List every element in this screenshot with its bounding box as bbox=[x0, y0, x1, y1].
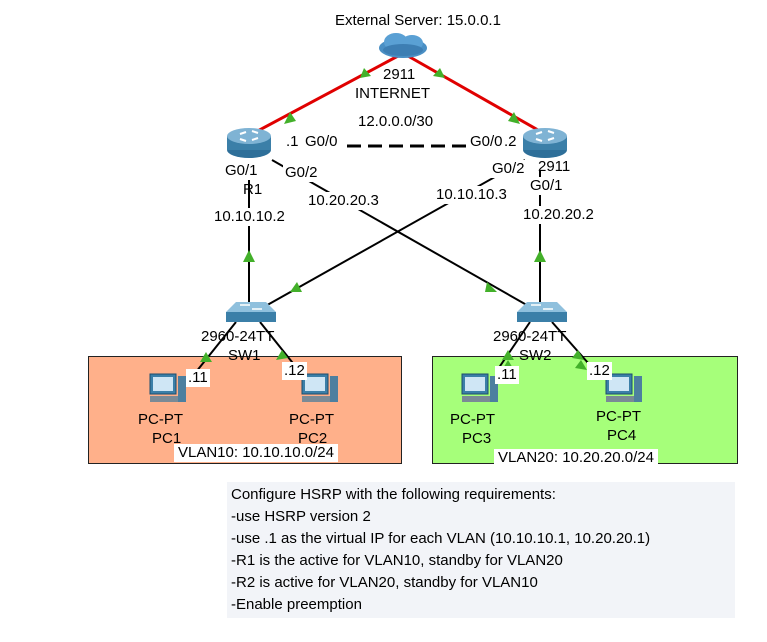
pc2-name: PC2 bbox=[298, 430, 328, 447]
router-icon bbox=[523, 128, 567, 158]
pc3-model: PC-PT bbox=[450, 411, 495, 428]
link-sw2-pc3 bbox=[495, 321, 531, 373]
r2-g02-label: G0/2 bbox=[490, 160, 527, 178]
router-icon bbox=[227, 128, 271, 158]
link-sw1-pc1 bbox=[195, 321, 237, 373]
link-state-marker bbox=[508, 112, 520, 124]
link-state-marker bbox=[572, 350, 584, 360]
pc4-octet: .12 bbox=[587, 362, 612, 380]
sw1-model: 2960-24TT bbox=[201, 328, 275, 345]
vlan20-label: VLAN20: 10.20.20.0/24 bbox=[494, 449, 658, 467]
r1-g02-ip: 10.20.20.3 bbox=[306, 192, 381, 210]
task-line: -use .1 as the virtual IP for each VLAN … bbox=[231, 530, 651, 547]
pc-icon bbox=[149, 373, 186, 402]
r2-wan-octet: .2 bbox=[502, 133, 519, 151]
link-internet-r1 bbox=[251, 54, 399, 136]
task-line: -R2 is active for VLAN20, standby for VL… bbox=[231, 574, 538, 591]
link-state-marker bbox=[534, 250, 546, 262]
link-state-marker bbox=[360, 68, 371, 78]
internet-model: 2911 bbox=[383, 66, 416, 83]
link-state-marker bbox=[200, 352, 212, 362]
task-line: -Enable preemption bbox=[231, 596, 362, 613]
pc1-model: PC-PT bbox=[138, 411, 183, 428]
switch-icon bbox=[517, 302, 567, 322]
link-state-marker bbox=[284, 112, 296, 124]
r1-g02-label: G0/2 bbox=[283, 164, 320, 182]
r1-wan-interface: G0/0 bbox=[303, 133, 340, 151]
pc-icon bbox=[301, 373, 338, 402]
link-state-marker bbox=[276, 350, 288, 360]
task-description: Configure HSRP with the following requir… bbox=[227, 482, 735, 618]
pc-icon bbox=[461, 373, 498, 402]
pc2-octet: .12 bbox=[282, 362, 307, 380]
task-line: Configure HSRP with the following requir… bbox=[231, 486, 556, 503]
sw2-name: SW2 bbox=[519, 347, 552, 364]
pc1-octet: .11 bbox=[186, 369, 210, 387]
wan-subnet: 12.0.0.0/30 bbox=[356, 113, 436, 131]
r2-g01-ip: 10.20.20.2 bbox=[521, 206, 596, 224]
pc4-name: PC4 bbox=[607, 427, 637, 444]
r1-g01-ip: 10.10.10.2 bbox=[212, 208, 287, 226]
cloud-icon bbox=[379, 33, 427, 58]
pc4-model: PC-PT bbox=[596, 408, 641, 425]
server-label: External Server: 15.0.0.1 bbox=[333, 12, 503, 30]
sw1-name: SW1 bbox=[228, 347, 261, 364]
r2-g01-label: G0/1 bbox=[528, 177, 565, 195]
r2-model: 2911 bbox=[538, 158, 571, 175]
sw2-model: 2960-24TT bbox=[493, 328, 567, 345]
internet-name: INTERNET bbox=[355, 85, 430, 102]
link-r1-sw2 bbox=[271, 159, 533, 309]
link-state-marker bbox=[502, 350, 514, 360]
r2-wan-interface: G0/0 bbox=[468, 133, 505, 151]
link-state-marker bbox=[485, 282, 497, 292]
task-line: -R1 is the active for VLAN10, standby fo… bbox=[231, 552, 563, 569]
r1-wan-octet: .1 bbox=[284, 133, 301, 151]
switch-icon bbox=[226, 302, 276, 322]
pc2-model: PC-PT bbox=[289, 411, 334, 428]
vlan10-label: VLAN10: 10.10.10.0/24 bbox=[174, 444, 338, 462]
r1-g01-label: G0/1 bbox=[223, 162, 260, 180]
pc-icon bbox=[605, 373, 642, 402]
pc3-name: PC3 bbox=[462, 430, 492, 447]
link-state-marker bbox=[575, 360, 587, 370]
r1-name: R1 bbox=[243, 181, 263, 198]
task-line: -use HSRP version 2 bbox=[231, 508, 371, 525]
link-internet-r2 bbox=[407, 54, 546, 136]
link-state-marker bbox=[433, 68, 445, 78]
pc1-name: PC1 bbox=[152, 430, 182, 447]
link-r2-sw1 bbox=[261, 159, 526, 309]
link-state-marker bbox=[243, 250, 255, 262]
link-state-marker bbox=[290, 282, 302, 292]
pc3-octet: .11 bbox=[495, 366, 519, 384]
r2-g02-ip: 10.10.10.3 bbox=[434, 186, 509, 204]
